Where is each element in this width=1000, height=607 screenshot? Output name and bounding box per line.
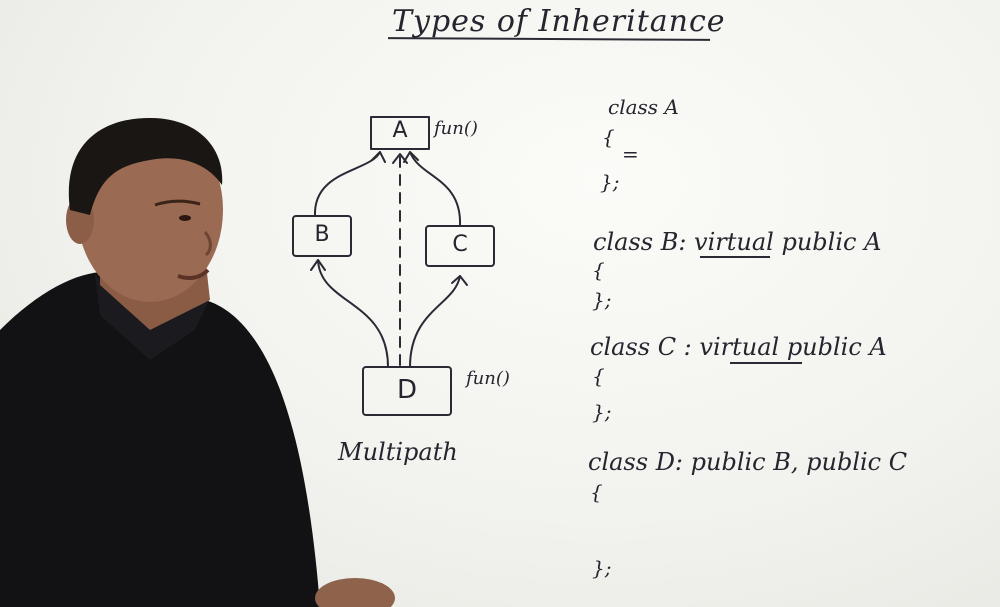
box-a-label: A xyxy=(392,118,408,143)
box-d-label: D xyxy=(396,375,418,405)
presenter-shirt xyxy=(0,271,320,607)
presenter-hand xyxy=(315,578,395,607)
code-open-b: { xyxy=(592,258,605,282)
code-close-a: }; xyxy=(600,170,620,194)
arrow-d-to-c xyxy=(409,275,461,368)
arrow-c-to-a xyxy=(409,151,462,227)
func-d-label: fun() xyxy=(466,368,510,389)
box-d xyxy=(362,366,452,416)
code-class-a: class A xyxy=(608,95,679,119)
code-close-c: }; xyxy=(592,400,612,424)
code-close-d: }; xyxy=(592,556,612,580)
box-a xyxy=(370,116,430,150)
arrow-d-to-b xyxy=(317,259,389,368)
box-c-label: C xyxy=(452,232,468,257)
underline-virtual-b xyxy=(700,256,770,258)
code-open-d: { xyxy=(590,480,603,504)
func-a-label: fun() xyxy=(434,118,478,139)
code-class-b: class B: virtual public A xyxy=(593,228,882,256)
underline-virtual-c xyxy=(730,362,802,364)
box-b xyxy=(292,215,352,257)
code-class-c: class C : virtual public A xyxy=(590,333,887,361)
code-open-a: { xyxy=(602,125,615,149)
board-title: Types of Inheritance xyxy=(392,4,726,39)
code-class-d: class D: public B, public C xyxy=(588,448,908,476)
code-close-b: }; xyxy=(592,288,612,312)
diagram-caption: Multipath xyxy=(338,438,458,466)
code-open-c: { xyxy=(592,364,605,388)
presenter-hair xyxy=(68,118,223,215)
code-body-a: = xyxy=(622,142,639,166)
box-b-label: B xyxy=(314,222,330,247)
